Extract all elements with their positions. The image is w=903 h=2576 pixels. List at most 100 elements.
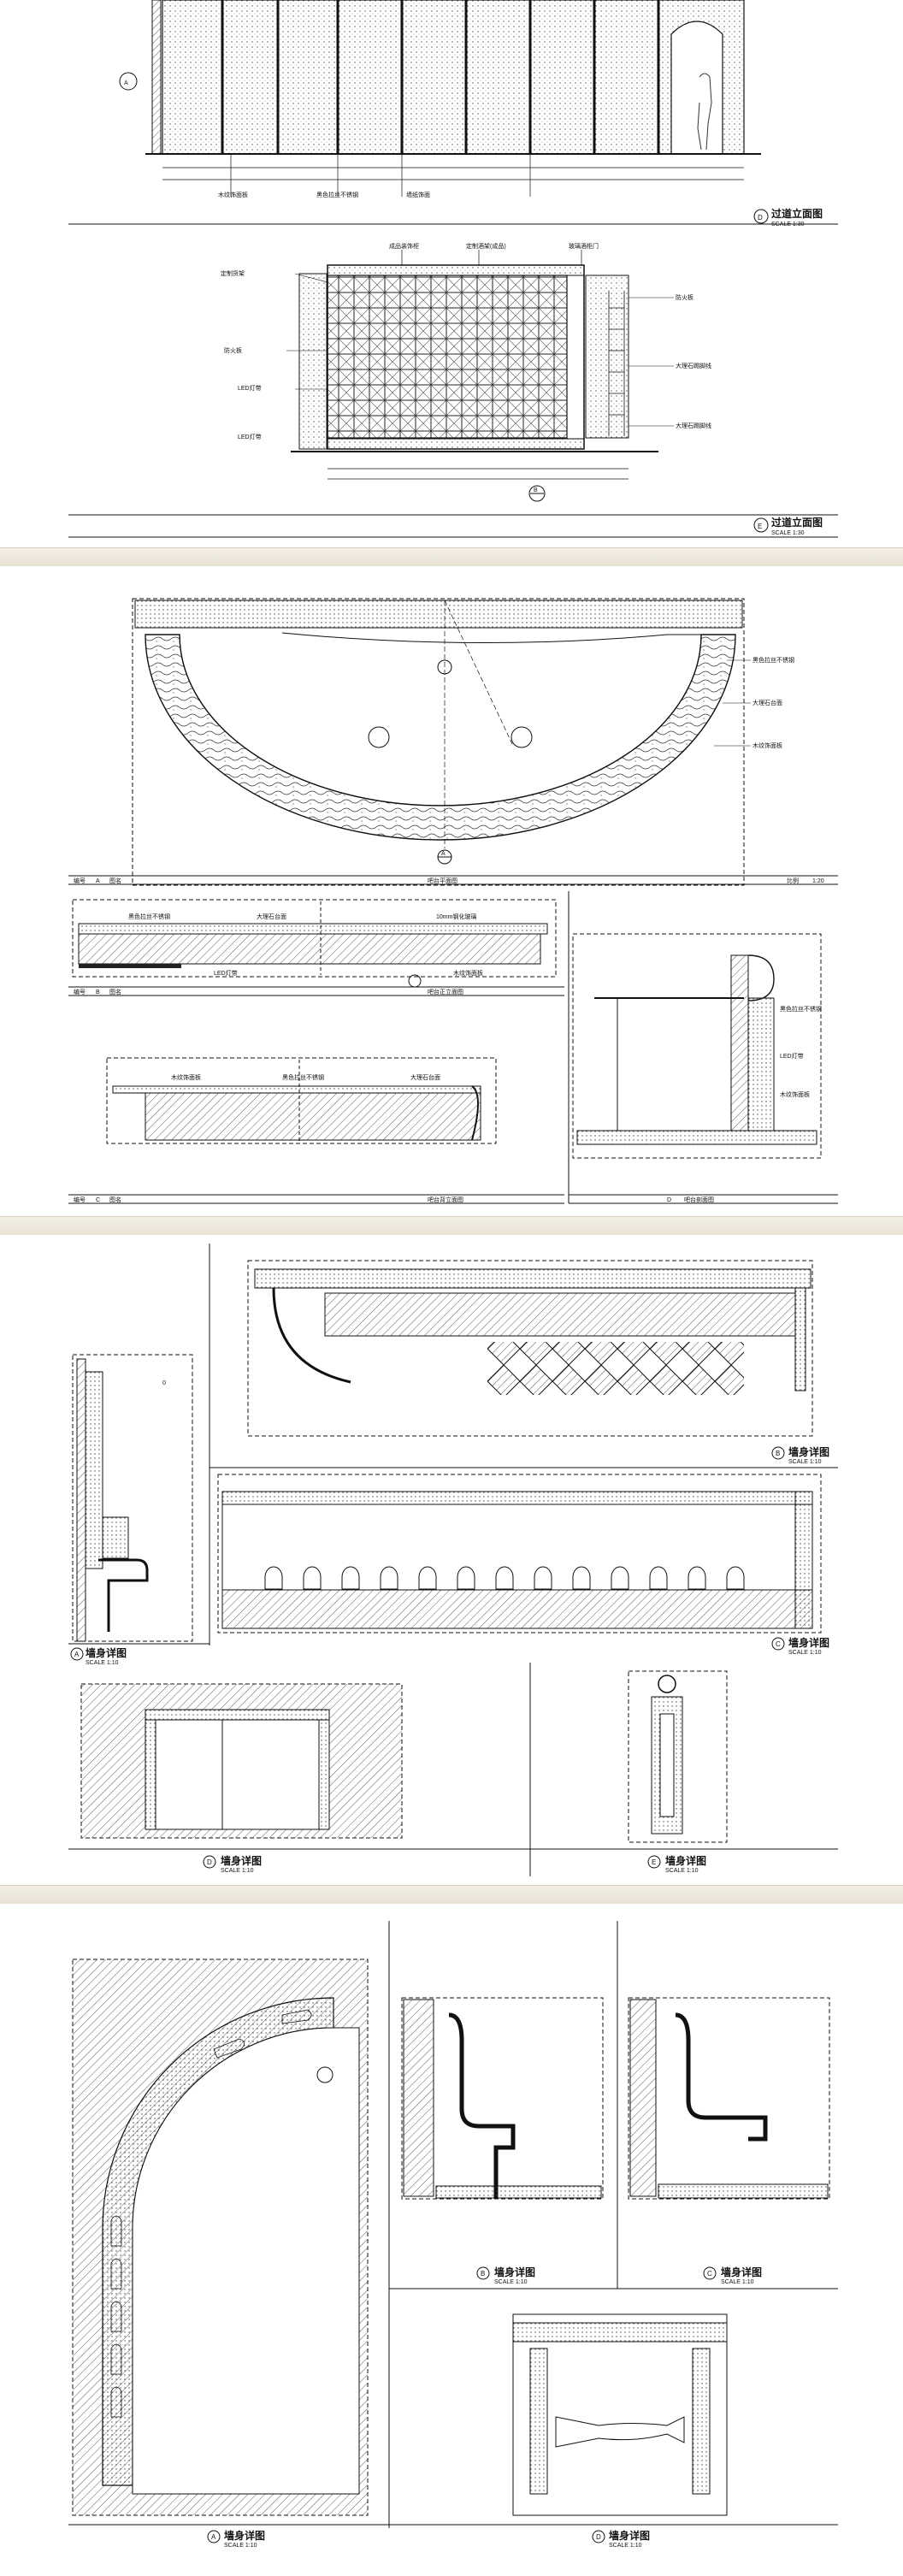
detail-e [628, 1670, 728, 1843]
svg-text:LED灯带: LED灯带 [214, 969, 238, 977]
sheet-separator [0, 1216, 903, 1237]
svg-text:C: C [707, 2270, 712, 2278]
svg-text:大理石踢脚线: 大理石踢脚线 [676, 362, 711, 369]
bar-section: 黑色拉丝不锈钢 LED灯带 木纹饰面板 [572, 933, 822, 1159]
svg-text:B: B [534, 487, 538, 493]
bar-plan: A 黑色拉丝不锈钢 大理石台面 木纹饰面板 [132, 598, 794, 886]
svg-text:墙身详图: 墙身详图 [788, 1636, 829, 1649]
svg-text:黑色拉丝不锈钢: 黑色拉丝不锈钢 [128, 913, 170, 920]
title-block-d: D 过道立面图 SCALE 1:30 [753, 207, 823, 227]
title-d: D 墙身详图 SCALE 1:10 [68, 1848, 838, 1874]
detail-c [217, 1474, 822, 1634]
svg-text:墙身详图: 墙身详图 [86, 1646, 127, 1659]
detail-d-section [512, 2313, 728, 2516]
svg-text:防火板: 防火板 [224, 346, 242, 354]
svg-text:10mm钢化玻璃: 10mm钢化玻璃 [436, 913, 476, 920]
svg-text:木纹饰面板: 木纹饰面板 [218, 191, 248, 198]
title-a-plan: A 墙身详图 SCALE 1:10 [68, 2524, 389, 2549]
svg-text:SCALE 1:10: SCALE 1:10 [86, 1660, 119, 1666]
svg-text:黑色拉丝不锈钢: 黑色拉丝不锈钢 [316, 191, 358, 198]
svg-text:图名: 图名 [109, 988, 121, 996]
row-plan: 编号 A 图名 吧台平面图 比例 1:20 [68, 875, 838, 885]
svg-text:B: B [776, 1450, 780, 1457]
svg-text:E: E [758, 523, 762, 530]
svg-text:D: D [758, 214, 763, 222]
elevation-d: A [119, 0, 761, 180]
svg-text:SCALE 1:30: SCALE 1:30 [771, 530, 805, 536]
svg-text:LED灯带: LED灯带 [780, 1052, 804, 1060]
svg-text:SCALE 1:10: SCALE 1:10 [494, 2279, 528, 2285]
svg-text:防火板: 防火板 [676, 293, 693, 301]
svg-text:SCALE 1:10: SCALE 1:10 [224, 2543, 257, 2549]
svg-text:黑色拉丝不锈钢: 黑色拉丝不锈钢 [780, 1005, 822, 1013]
svg-text:吧台背立面图: 吧台背立面图 [428, 1196, 463, 1203]
bar-front-elevation: 黑色拉丝不锈钢 大理石台面 10mm钢化玻璃 LED灯带 木纹饰面板 [72, 899, 557, 988]
title-d-section: D 墙身详图 SCALE 1:10 [389, 2524, 838, 2549]
svg-text:编号: 编号 [74, 1196, 86, 1203]
svg-text:大理石台面: 大理石台面 [752, 699, 782, 706]
svg-text:木纹饰面板: 木纹饰面板 [171, 1073, 201, 1081]
svg-text:C: C [96, 1197, 100, 1203]
title-block-e: E 过道立面图 SCALE 1:30 [753, 516, 823, 536]
svg-text:定制货架: 定制货架 [221, 269, 245, 277]
svg-text:墙身详图: 墙身详图 [224, 2529, 265, 2542]
detail-b [247, 1260, 813, 1437]
title-b-section: B 墙身详图 SCALE 1:10 [476, 2266, 535, 2285]
svg-text:比例: 比例 [787, 877, 799, 884]
title-c: C 墙身详图 SCALE 1:10 [771, 1636, 829, 1656]
svg-text:成品装饰柜: 成品装饰柜 [389, 242, 419, 250]
svg-text:玻璃酒柜门: 玻璃酒柜门 [569, 242, 599, 250]
svg-text:SCALE 1:30: SCALE 1:30 [771, 222, 805, 227]
svg-text:0: 0 [162, 1380, 166, 1386]
svg-text:A: A [96, 878, 100, 884]
svg-text:C: C [776, 1640, 781, 1648]
detail-d [80, 1683, 403, 1839]
svg-text:过道立面图: 过道立面图 [771, 207, 823, 220]
svg-text:D: D [667, 1197, 671, 1203]
sheet-3-drawing: 0 A 墙身详图 SCALE 1:10 B 墙身详图 SCALE 1:10 [68, 1244, 838, 1876]
svg-text:1:20: 1:20 [812, 878, 824, 884]
detail-a: 0 [72, 1354, 193, 1642]
svg-text:过道立面图: 过道立面图 [771, 516, 823, 529]
svg-text:E: E [652, 1858, 656, 1866]
detail-b-section [401, 1997, 604, 2200]
title-b: B 墙身详图 SCALE 1:10 [771, 1445, 829, 1465]
svg-text:墙纸饰面: 墙纸饰面 [406, 191, 430, 198]
svg-text:SCALE 1:10: SCALE 1:10 [665, 1868, 699, 1874]
svg-text:SCALE 1:10: SCALE 1:10 [788, 1459, 822, 1465]
svg-text:B: B [96, 990, 100, 996]
elevation-e-notes: 成品装饰柜 定制酒架(成品) 玻璃酒柜门 定制货架 防火板 LED灯带 LED灯… [221, 242, 711, 440]
svg-text:LED灯带: LED灯带 [238, 433, 262, 440]
svg-text:木纹饰面板: 木纹饰面板 [780, 1090, 810, 1098]
svg-text:图名: 图名 [109, 877, 121, 884]
bar-back-elevation: 木纹饰面板 黑色拉丝不锈钢 大理石台面 [106, 1057, 497, 1144]
svg-text:A: A [124, 80, 128, 86]
svg-text:大理石踢脚线: 大理石踢脚线 [676, 422, 711, 429]
row-elev-c: 编号 C 图名 吧台背立面图 [68, 1194, 564, 1204]
svg-text:大理石台面: 大理石台面 [257, 913, 286, 920]
svg-text:SCALE 1:10: SCALE 1:10 [221, 1868, 254, 1874]
svg-text:A: A [74, 1651, 80, 1658]
svg-text:吧台平面图: 吧台平面图 [428, 877, 457, 884]
svg-text:SCALE 1:10: SCALE 1:10 [788, 1650, 822, 1656]
svg-text:定制酒架(成品): 定制酒架(成品) [466, 242, 506, 250]
sheet-1: A 木纹饰面板 黑色拉丝不锈钢 墙纸饰面 D 过道立面图 SCALE 1:30 [0, 0, 903, 547]
svg-text:墙身详图: 墙身详图 [665, 1854, 706, 1867]
title-a: A 墙身详图 SCALE 1:10 [68, 1643, 210, 1666]
title-e: E 墙身详图 SCALE 1:10 [647, 1854, 706, 1874]
svg-text:墙身详图: 墙身详图 [221, 1854, 262, 1867]
sheet-separator [0, 547, 903, 568]
svg-text:编号: 编号 [74, 877, 86, 884]
row-elev-b: 编号 B 图名 吧台正立面图 [68, 986, 564, 996]
svg-text:编号: 编号 [74, 988, 86, 996]
svg-text:B: B [481, 2270, 485, 2278]
svg-text:大理石台面: 大理石台面 [410, 1073, 440, 1081]
sheet-2: A 黑色拉丝不锈钢 大理石台面 木纹饰面板 编号 A 图名 吧台平面图 比例 1… [0, 566, 903, 1216]
svg-text:SCALE 1:10: SCALE 1:10 [609, 2543, 642, 2549]
svg-text:D: D [596, 2533, 601, 2541]
title-c-section: C 墙身详图 SCALE 1:10 [703, 2266, 762, 2285]
sheet-2-drawing: A 黑色拉丝不锈钢 大理石台面 木纹饰面板 编号 A 图名 吧台平面图 比例 1… [68, 598, 838, 1204]
sheet-separator [0, 1885, 903, 1905]
svg-text:LED灯带: LED灯带 [238, 384, 262, 392]
row-section: D 吧台剖面图 [569, 1194, 838, 1204]
